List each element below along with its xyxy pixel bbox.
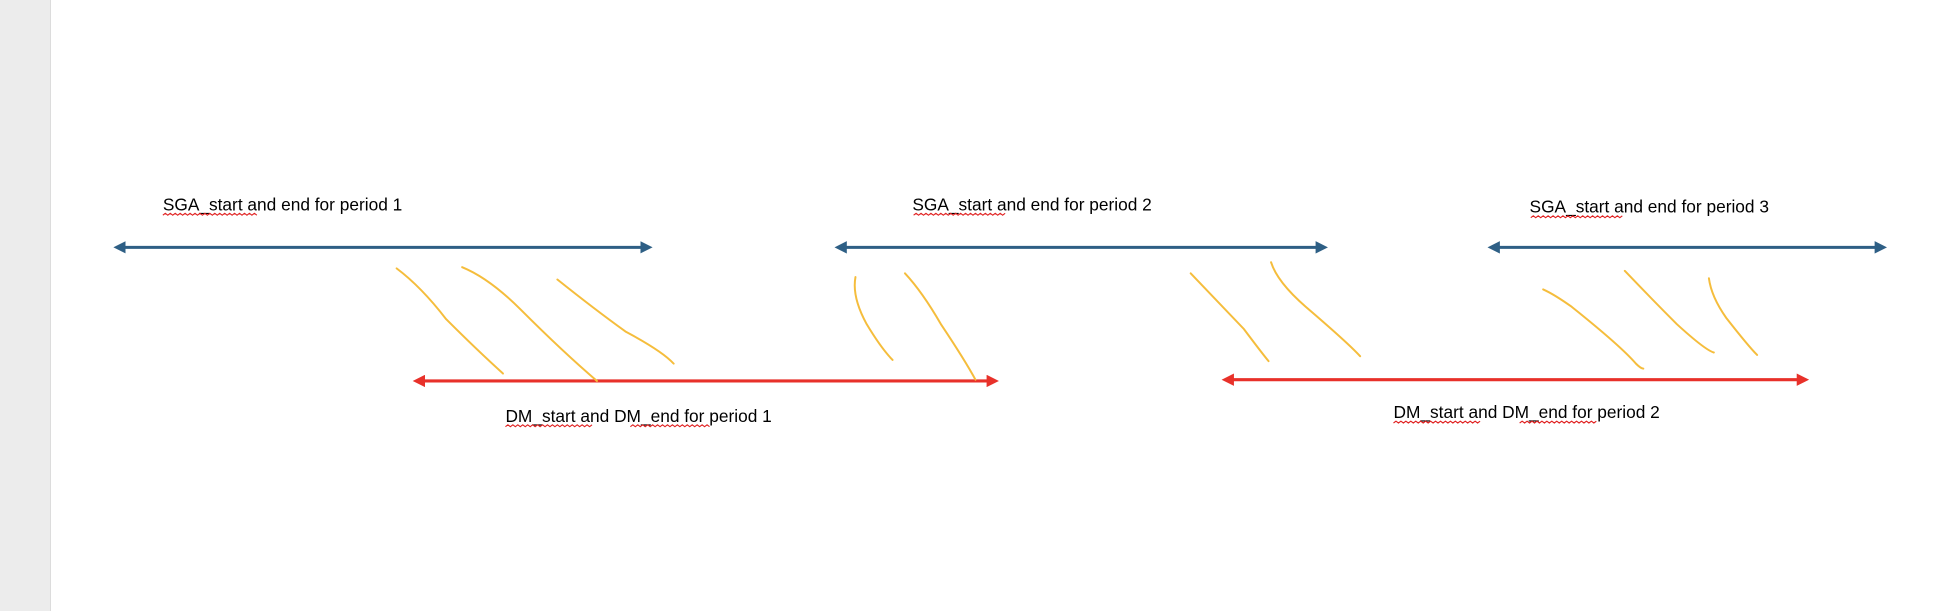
ink-stroke[interactable] bbox=[1189, 272, 1270, 363]
ink-stroke[interactable] bbox=[903, 272, 977, 381]
spellcheck-underlines bbox=[162, 212, 1623, 428]
ink-stroke[interactable] bbox=[1270, 261, 1362, 358]
hand-drawn-strokes bbox=[395, 261, 1759, 382]
dm-period-1-label: DM_start and DM_end for period 1 bbox=[505, 406, 771, 426]
ink-stroke[interactable] bbox=[1542, 288, 1645, 370]
sga-period-1-label: SGA_start and end for period 1 bbox=[163, 194, 402, 214]
spellcheck-squiggle bbox=[1393, 420, 1481, 424]
ink-stroke[interactable] bbox=[1623, 269, 1715, 354]
spellcheck-squiggle bbox=[505, 424, 593, 428]
sga-period-2-label: SGA_start and end for period 2 bbox=[912, 194, 1151, 214]
ink-stroke[interactable] bbox=[395, 267, 504, 375]
ink-stroke[interactable] bbox=[853, 276, 894, 361]
spellcheck-squiggle bbox=[913, 212, 1006, 216]
sga-period-3-label: SGA_start and end for period 3 bbox=[1530, 197, 1769, 217]
ink-stroke[interactable] bbox=[461, 266, 598, 382]
page-margin-sidebar bbox=[0, 0, 51, 611]
spellcheck-squiggle bbox=[162, 212, 258, 216]
dm-period-2-label: DM_start and DM_end for period 2 bbox=[1394, 402, 1660, 422]
ink-stroke[interactable] bbox=[556, 278, 675, 365]
ink-stroke[interactable] bbox=[1707, 277, 1759, 356]
spellcheck-squiggle bbox=[630, 424, 710, 428]
spellcheck-squiggle bbox=[1530, 215, 1623, 219]
spellcheck-squiggle bbox=[1519, 420, 1597, 424]
